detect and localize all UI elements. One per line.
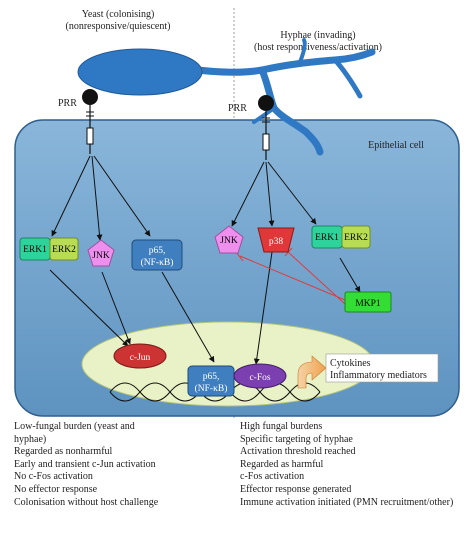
prr-label-right: PRR bbox=[228, 103, 247, 114]
jnk-node-left: JNK bbox=[87, 239, 115, 267]
prr-receptor-right bbox=[258, 95, 274, 160]
svg-text:ERK1: ERK1 bbox=[23, 245, 47, 255]
epithelial-cell-label: Epithelial cell bbox=[368, 140, 424, 151]
svg-text:JNK: JNK bbox=[220, 236, 238, 246]
left-pathway-arrows bbox=[49, 155, 215, 363]
p65-node-nucleus: p65, (NF-κB) bbox=[187, 365, 235, 397]
svg-text:p65,: p65, bbox=[149, 246, 166, 256]
hyphae-outcome-item: High fungal burdens bbox=[240, 421, 323, 432]
yeast-header-line2: (nonresponsive/quiescent) bbox=[66, 21, 171, 32]
mkp1-node: MKP1 bbox=[344, 291, 392, 313]
hyphae-outcome-item: Activation threshold reached bbox=[240, 446, 356, 458]
output-arrow-icon bbox=[297, 355, 327, 389]
svg-text:(NF-κB): (NF-κB) bbox=[195, 383, 228, 394]
erk1-node-left: ERK1 bbox=[19, 237, 51, 261]
svg-text:p65,: p65, bbox=[203, 372, 220, 382]
cfos-node: c-Fos bbox=[233, 363, 287, 389]
yeast-header-line1: Yeast (colonising) bbox=[82, 9, 155, 20]
yeast-outcome-item: Regarded as nonharmful bbox=[14, 446, 113, 458]
svg-text:JNK: JNK bbox=[92, 251, 110, 261]
hyphae-fungus bbox=[178, 38, 376, 156]
cjun-node: c-Jun bbox=[113, 343, 167, 369]
right-pathway-arrows bbox=[231, 161, 361, 365]
erk2-node-right: ERK2 bbox=[341, 225, 371, 249]
prr-label-left: PRR bbox=[58, 98, 77, 109]
svg-text:ERK2: ERK2 bbox=[52, 245, 76, 255]
hyphae-outcome-item: c-Fos activation bbox=[240, 471, 305, 483]
output-line1: Cytokines bbox=[330, 358, 371, 369]
svg-text:c-Jun: c-Jun bbox=[130, 353, 151, 363]
mkp1-inhibition-lines bbox=[235, 247, 346, 305]
prr-receptor-left bbox=[82, 89, 98, 154]
hyphae-outcome-item: Specific targeting of hyphae bbox=[240, 433, 353, 445]
hyphae-outcome-item: Effector response generated bbox=[240, 483, 352, 495]
output-line2: Inflammatory mediators bbox=[330, 370, 427, 381]
svg-text:p38: p38 bbox=[269, 237, 284, 247]
yeast-outcome-item: Low-fungal burden (yeast and bbox=[14, 421, 135, 432]
output-label-box bbox=[325, 353, 439, 383]
svg-text:c-Fos: c-Fos bbox=[249, 373, 270, 383]
svg-text:ERK1: ERK1 bbox=[315, 233, 339, 243]
svg-text:ERK2: ERK2 bbox=[344, 233, 368, 243]
yeast-cell bbox=[77, 48, 203, 96]
yeast-outcome-item: Colonisation without host challenge bbox=[14, 496, 159, 508]
jnk-node-right: JNK bbox=[214, 225, 244, 254]
hyphae-outcome-item: Regarded as harmful bbox=[240, 458, 324, 470]
p65-node-left: p65, (NF-κB) bbox=[131, 239, 183, 271]
erk1-node-right: ERK1 bbox=[311, 225, 343, 249]
yeast-outcome-item: hyphae) bbox=[14, 433, 47, 445]
yeast-outcome-item: No c-Fos activation bbox=[14, 471, 93, 483]
svg-text:MKP1: MKP1 bbox=[355, 299, 381, 309]
svg-text:(NF-κB): (NF-κB) bbox=[141, 257, 174, 268]
hyphae-header-line2: (host responsiveness/activation) bbox=[254, 42, 382, 53]
erk2-node-left: ERK2 bbox=[49, 237, 79, 261]
yeast-outcome-item: Early and transient c-Jun activation bbox=[14, 458, 156, 470]
hyphae-header-line1: Hyphae (invading) bbox=[280, 30, 355, 41]
yeast-outcome-item: No effector response bbox=[14, 483, 98, 495]
hyphae-outcome-item: Immune activation initiated (PMN recruit… bbox=[240, 496, 454, 508]
p38-node: p38 bbox=[257, 227, 295, 253]
